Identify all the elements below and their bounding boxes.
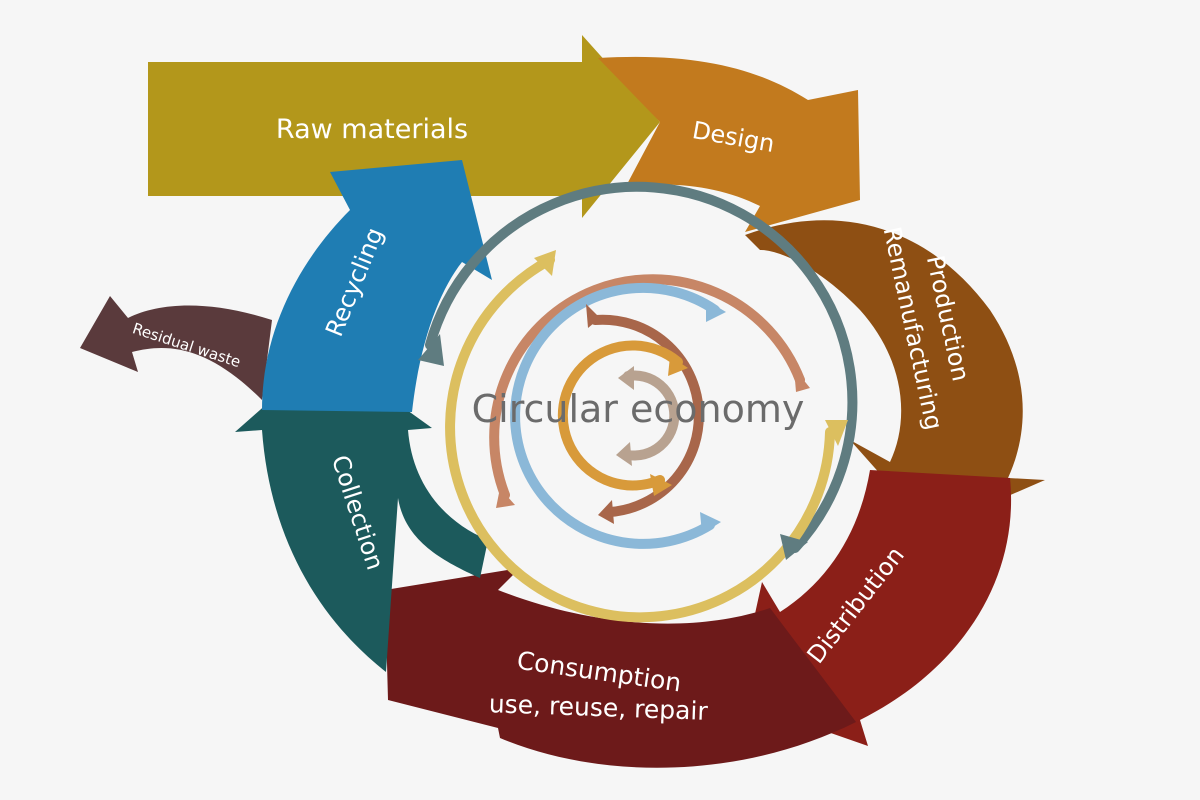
ring-light-blue — [510, 282, 720, 549]
center-title: Circular economy — [472, 387, 805, 431]
ring-salmon — [489, 274, 805, 500]
ring-outer-teal — [425, 181, 858, 553]
recycling-arrow — [262, 160, 492, 412]
ring-orange — [557, 340, 683, 491]
design-arrow — [598, 56, 860, 233]
ring-beige — [623, 370, 680, 461]
raw-materials-arrow — [148, 35, 660, 218]
ring-arrowheads — [418, 250, 848, 560]
raw-materials-label: Raw materials — [276, 114, 468, 145]
consumption-arrow — [385, 568, 856, 768]
ring-yellow — [445, 255, 835, 623]
ring-rust — [590, 314, 704, 517]
production-arrow — [745, 220, 1045, 531]
collection-arrow — [235, 352, 488, 672]
residual-waste-arrow — [80, 296, 272, 400]
